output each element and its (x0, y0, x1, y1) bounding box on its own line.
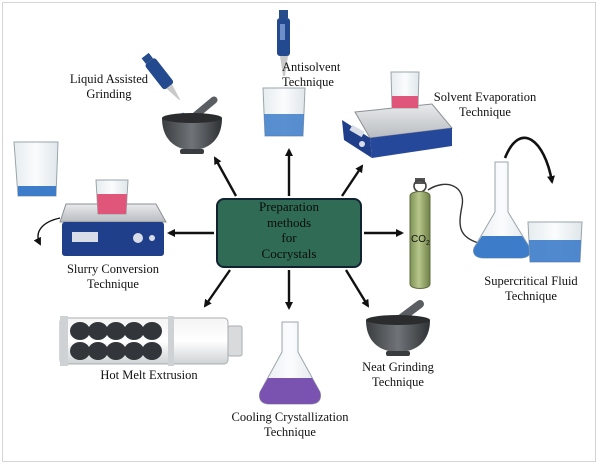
label-antisolvent-line2: Technique (282, 75, 334, 89)
mortar-icon (366, 320, 430, 352)
liquid-assisted-illustration (141, 52, 222, 154)
label-supercritical: Supercritical Fluid Technique (472, 274, 590, 304)
cylinder-valve (415, 178, 425, 184)
pipette-plunger (141, 52, 154, 64)
pipette-tip (280, 56, 288, 76)
co2-label: CO2 (411, 232, 430, 251)
hotplate-side (370, 128, 452, 158)
center-line-3: for (281, 230, 297, 245)
label-liquid-assisted: Liquid Assisted Grinding (54, 72, 164, 102)
slurry-illustration (13, 141, 167, 256)
hotplate-display (349, 124, 365, 138)
label-liquid-assisted-line1: Liquid Assisted (69, 72, 149, 86)
arrow-neat-grinding (344, 269, 370, 308)
beaker-liquid (97, 194, 127, 214)
arrows (33, 136, 555, 310)
beaker-powder (18, 186, 56, 196)
label-solvent-evaporation-line2: Technique (459, 105, 511, 119)
label-supercritical-line2: Technique (505, 289, 557, 303)
extruder-screw (70, 322, 162, 360)
label-slurry-line2: Technique (87, 277, 139, 291)
arrow-hot-melt (203, 269, 231, 308)
hotplate-front (342, 120, 372, 158)
mortar-icon (162, 118, 222, 150)
knob-icon (359, 141, 365, 147)
supercritical-illustration (409, 161, 583, 289)
knob-icon (149, 235, 155, 241)
label-solvent-evaporation-line1: Solvent Evaporation (433, 90, 537, 104)
neat-grinding-illustration (366, 300, 430, 356)
label-slurry: Slurry Conversion Technique (56, 262, 170, 292)
label-neat-grinding: Neat Grinding Technique (352, 360, 444, 390)
label-antisolvent-line1: Antisolvent (282, 60, 341, 74)
mortar-rim (162, 113, 222, 123)
pipette-tip (166, 84, 181, 101)
label-antisolvent: Antisolvent Technique (282, 60, 340, 90)
antisolvent-illustration (262, 10, 306, 137)
mortar-rim (366, 315, 430, 325)
beaker-liquid (264, 114, 304, 136)
extruder-cap (60, 316, 68, 366)
label-neat-grinding-line2: Technique (372, 375, 424, 389)
center-line-1: Preparation (259, 199, 319, 214)
co2-label-subscript: 2 (426, 240, 430, 247)
beaker-liquid (392, 96, 418, 108)
arrow-liquid-assisted (213, 156, 238, 197)
label-slurry-line1: Slurry Conversion (66, 262, 159, 276)
dish-liquid (529, 240, 581, 262)
mortar-base (386, 351, 410, 356)
pipette-window (280, 24, 285, 40)
label-hot-melt: Hot Melt Extrusion (86, 368, 212, 383)
arrow-supercritical-curve (503, 136, 555, 184)
hot-melt-illustration (59, 316, 243, 366)
flask-liquid (259, 378, 321, 404)
center-line-4: Cocrystals (261, 245, 317, 261)
knob-icon (133, 233, 143, 243)
arrow-solvent-evaporation (341, 164, 364, 197)
mortar-base (180, 149, 204, 154)
label-supercritical-line1: Supercritical Fluid (484, 274, 578, 288)
label-liquid-assisted-line2: Grinding (86, 87, 132, 101)
arrow-slurry-curve (33, 217, 61, 246)
label-solvent-evaporation: Solvent Evaporation Technique (424, 90, 546, 120)
label-cooling-line2: Technique (264, 425, 316, 439)
center-label: Preparation methods for Cocrystals (216, 199, 362, 261)
co2-label-text: CO (411, 234, 426, 245)
pipette-plunger (279, 10, 288, 18)
supercritical-hose (427, 183, 483, 245)
hotplate-display (72, 232, 98, 242)
label-cooling: Cooling Crystallization Technique (218, 410, 362, 440)
pipette-body (145, 58, 174, 90)
co2-cylinder (409, 191, 431, 289)
label-cooling-line1: Cooling Crystallization (231, 410, 349, 424)
center-box (216, 198, 362, 268)
extruder-ring (168, 316, 174, 366)
cooling-illustration (259, 321, 321, 405)
flask-liquid (473, 236, 531, 258)
label-hot-melt-line1: Hot Melt Extrusion (100, 368, 198, 382)
label-neat-grinding-line1: Neat Grinding (362, 360, 434, 374)
extruder-nozzle (227, 325, 243, 357)
hotplate-body (62, 222, 164, 256)
center-line-2: methods (266, 214, 312, 230)
solvent-evaporation-illustration (342, 71, 453, 158)
